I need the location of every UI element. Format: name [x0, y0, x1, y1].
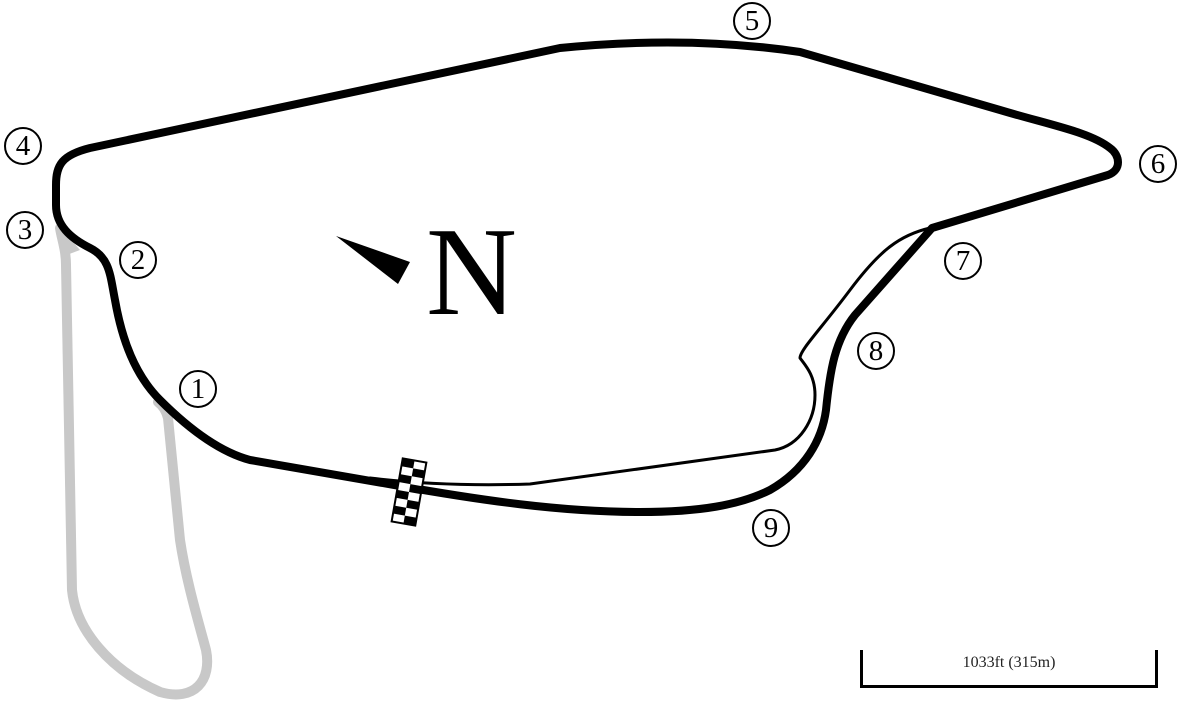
turn-marker-8: 8: [857, 332, 895, 370]
turn-number: 3: [17, 213, 33, 246]
scale-label: 1033ft (315m): [962, 654, 1056, 671]
turn-marker-7: 7: [944, 242, 982, 280]
turn-marker-4: 4: [4, 127, 42, 165]
turn-marker-6: 6: [1139, 145, 1177, 183]
turn-marker-2: 2: [119, 241, 157, 279]
scale-bar: 1033ft (315m): [860, 650, 1158, 688]
pit-lane: [368, 226, 932, 487]
turn-number: 2: [130, 243, 146, 276]
turn-marker-5: 5: [733, 2, 771, 40]
turn-marker-9: 9: [752, 509, 790, 547]
turn-number: 7: [955, 244, 971, 277]
turn-marker-1: 1: [179, 370, 217, 408]
north-label: N: [426, 203, 517, 342]
north-arrow-icon: [336, 236, 410, 284]
turn-marker-3: 3: [6, 211, 44, 249]
turn-number: 6: [1150, 147, 1166, 180]
turn-number: 4: [15, 129, 31, 162]
turn-number: 9: [763, 511, 779, 544]
unused-track-section: [55, 223, 213, 700]
main-circuit: [52, 38, 1122, 516]
turn-number: 5: [744, 4, 760, 37]
checkered-flag-icon: [390, 457, 428, 527]
turn-number: 8: [868, 334, 884, 367]
turn-number: 1: [190, 372, 206, 405]
